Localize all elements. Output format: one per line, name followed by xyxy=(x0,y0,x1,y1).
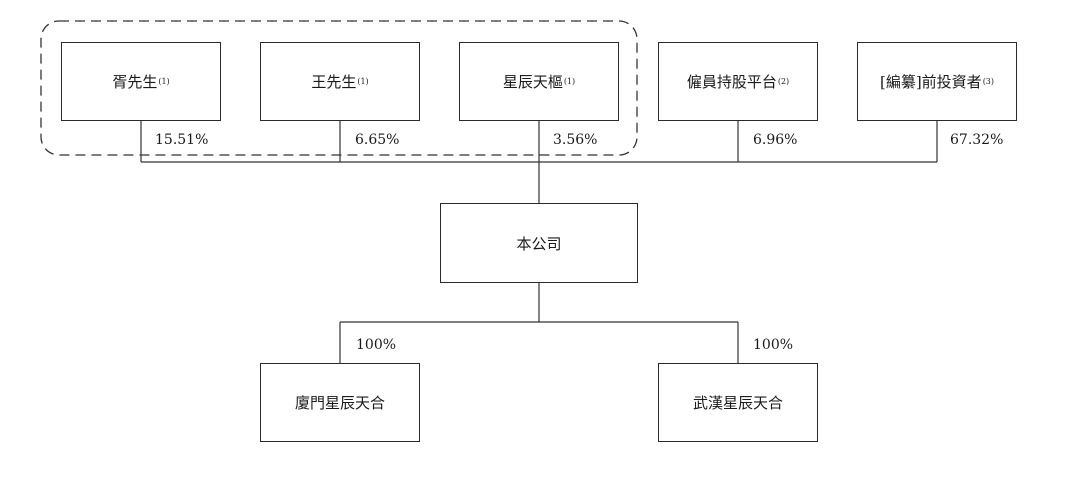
shareholding-percent: 6.65% xyxy=(355,132,400,148)
shareholding-percent: 67.32% xyxy=(950,132,1004,148)
subsidiary-label: 武漢星辰天合 xyxy=(692,394,783,412)
subsidiary-percent: 100% xyxy=(356,337,397,353)
shareholding-percent: 15.51% xyxy=(155,132,209,148)
shareholder-box-xingchen-tianshu: 星辰天樞(1) xyxy=(459,42,619,121)
footnote-marker: (2) xyxy=(777,77,790,86)
shareholder-label: 星辰天樞 xyxy=(502,73,563,91)
company-box: 本公司 xyxy=(440,203,638,283)
concert-party-dashed-group xyxy=(40,20,638,156)
company-label: 本公司 xyxy=(516,234,562,253)
shareholding-percent: 6.96% xyxy=(753,132,798,148)
shareholder-label: 僱員持股平台 xyxy=(686,73,777,91)
shareholder-box-wang: 王先生(1) xyxy=(260,42,420,121)
shareholder-box-employee-platform: 僱員持股平台(2) xyxy=(658,42,818,121)
footnote-marker: (1) xyxy=(563,77,576,86)
subsidiary-percent: 100% xyxy=(753,337,794,353)
footnote-marker: (1) xyxy=(357,77,369,86)
subsidiary-box-xiamen: 廈門星辰天合 xyxy=(260,363,420,442)
subsidiary-box-wuhan: 武漢星辰天合 xyxy=(658,363,818,442)
shareholder-label: 胥先生 xyxy=(112,73,158,91)
shareholder-box-pre-ipo-investors: [編纂]前投資者(3) xyxy=(857,42,1017,121)
shareholder-label: [編纂]前投資者 xyxy=(879,73,982,91)
shareholder-label: 王先生 xyxy=(311,73,357,91)
shareholder-box-xu: 胥先生(1) xyxy=(61,42,221,121)
subsidiary-label: 廈門星辰天合 xyxy=(294,394,385,412)
footnote-marker: (1) xyxy=(158,77,170,86)
shareholding-percent: 3.56% xyxy=(553,132,598,148)
footnote-marker: (3) xyxy=(982,77,995,86)
